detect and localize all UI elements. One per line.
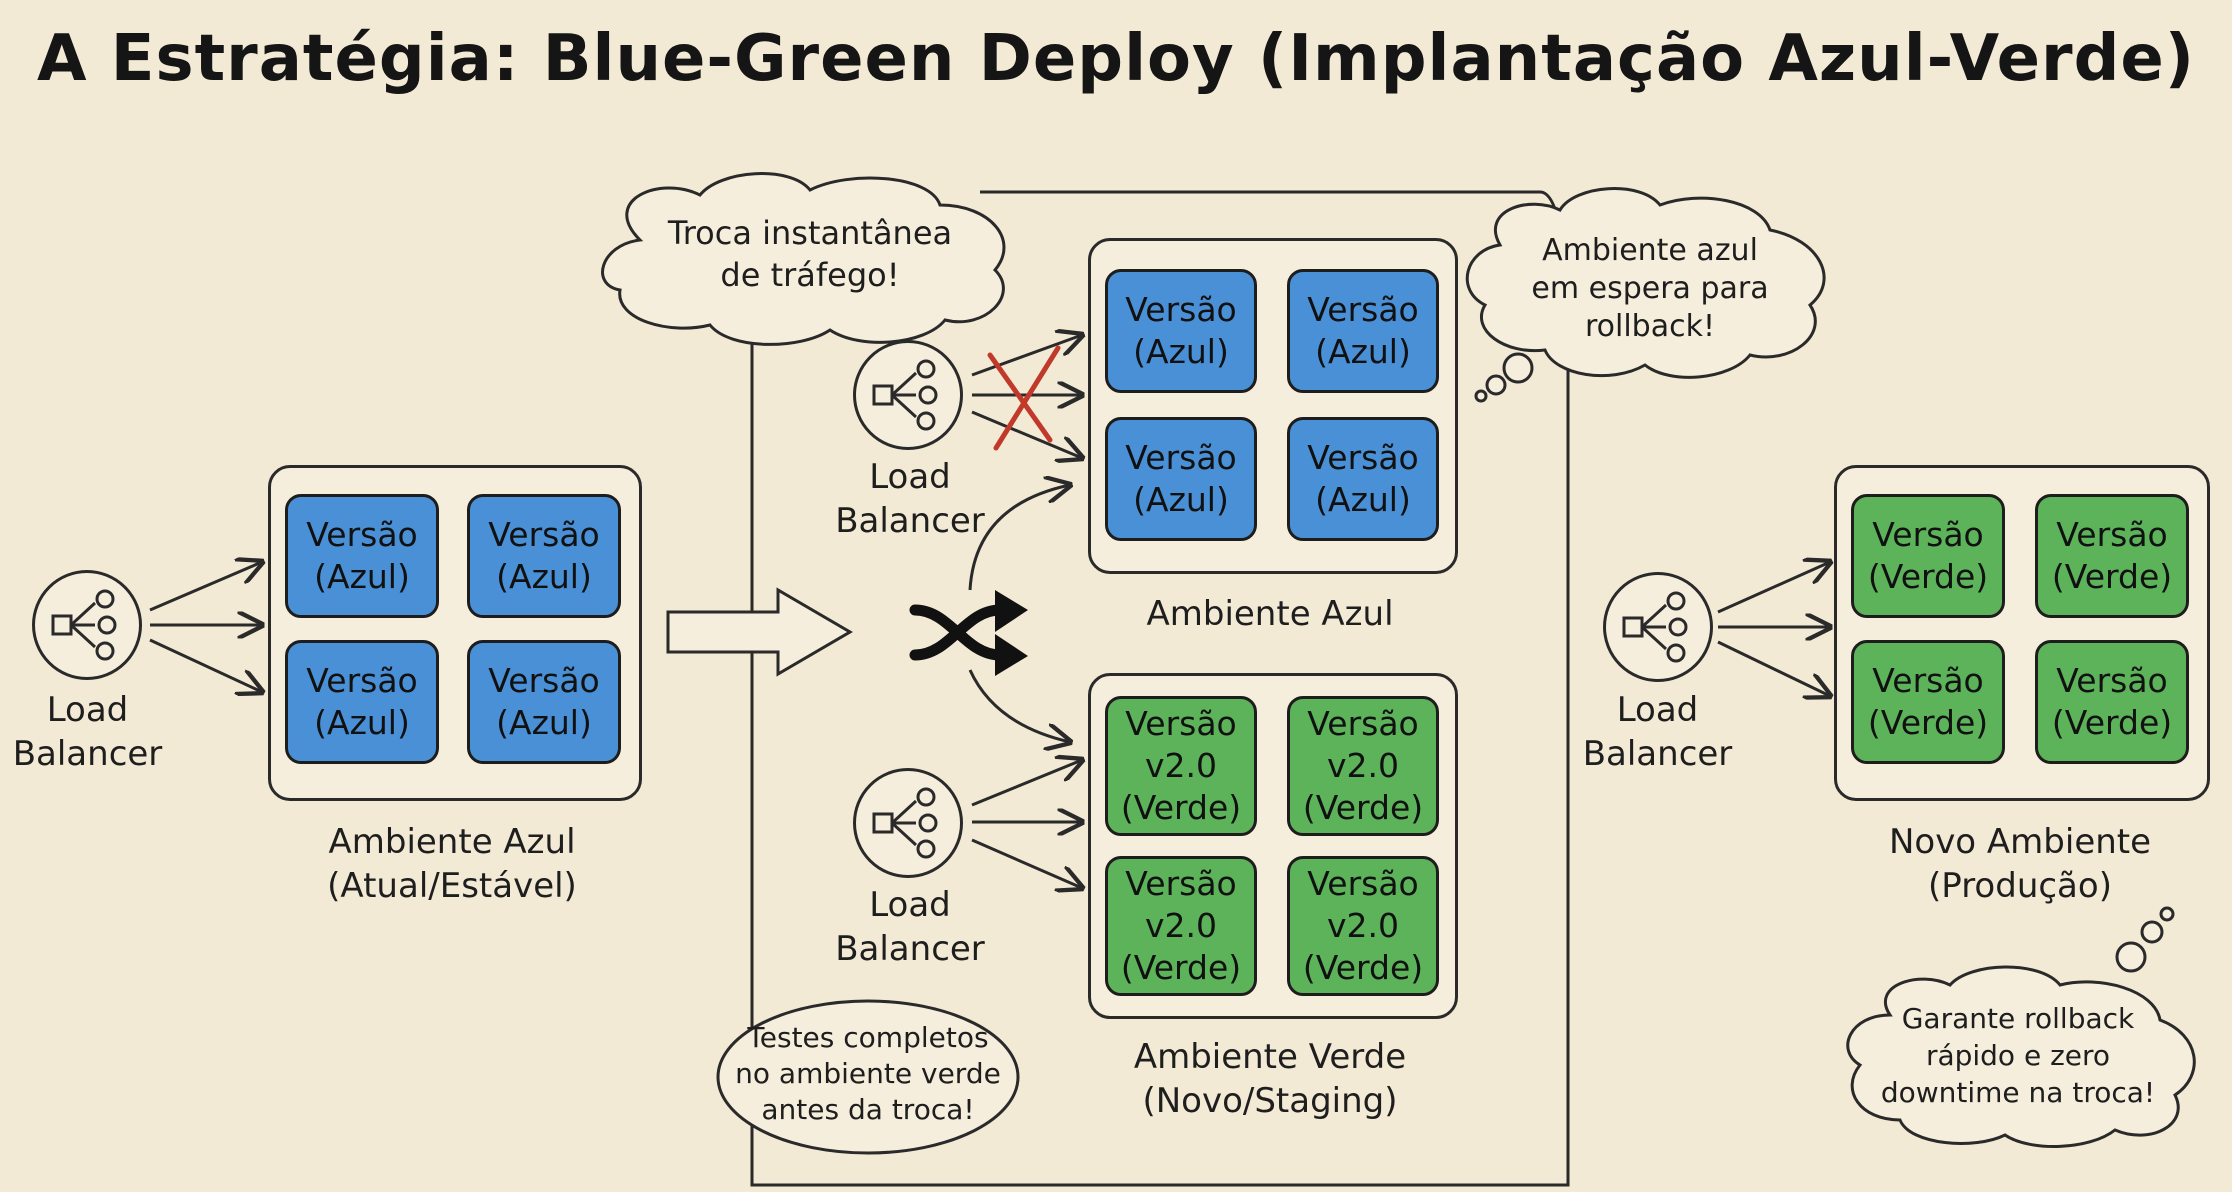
load-balancer-icon (872, 359, 938, 431)
note-guarantee: Garante rollback rápido e zero downtime … (1880, 1002, 2156, 1109)
version-box: Versão v2.0 (Verde) (1287, 696, 1439, 836)
load-balancer-right (1603, 572, 1713, 682)
env-blue-standby-caption: Ambiente Azul (1146, 594, 1394, 634)
load-balancer-left (32, 570, 142, 680)
version-box: Versão (Verde) (2035, 494, 2189, 618)
note-blue-standby: Ambiente azul em espera para rollback! (1531, 233, 1769, 344)
env-blue-current: Versão (Azul) Versão (Azul) Versão (Azul… (268, 465, 642, 801)
version-box: Versão v2.0 (Verde) (1105, 856, 1257, 996)
version-box: Versão (Azul) (1287, 269, 1439, 393)
note-green-tests: Testes completos no ambiente verde antes… (735, 1021, 1001, 1126)
version-box: Versão (Azul) (1105, 417, 1257, 541)
cloud-guarantee (1846, 965, 2196, 1148)
ellipse-green-tests (716, 999, 1020, 1155)
env-blue-current-caption: Ambiente Azul (Atual/Estável) (327, 822, 577, 906)
version-box: Versão (Verde) (2035, 640, 2189, 764)
load-balancer-right-label: Load Balancer (1582, 690, 1733, 774)
thought-bubble-5 (2140, 920, 2164, 944)
version-box: Versão (Azul) (1287, 417, 1439, 541)
curve-to-blue (968, 485, 1070, 591)
load-balancer-icon (872, 787, 938, 859)
load-balancer-center-bottom-label: Load Balancer (835, 885, 985, 969)
version-box: Versão (Azul) (467, 494, 621, 618)
load-balancer-icon (1622, 591, 1688, 663)
cut-cross (987, 345, 1061, 451)
version-box: Versão v2.0 (Verde) (1287, 856, 1439, 996)
shuffle-icon-heads (995, 590, 1028, 676)
version-box: Versão (Verde) (1851, 640, 2005, 764)
thought-bubble-2 (1485, 374, 1507, 396)
load-balancer-center-top-label: Load Balancer (835, 457, 985, 541)
thought-bubble-1 (1502, 352, 1534, 384)
cloud-blue-standby (1465, 187, 1826, 379)
transition-arrow (666, 587, 853, 677)
load-balancer-center-bottom (853, 768, 963, 878)
note-traffic-switch: Troca instantânea de tráfego! (667, 214, 953, 294)
thought-bubble-6 (2159, 906, 2175, 922)
left-lb-arrows (149, 562, 262, 692)
version-box: Versão (Azul) (1105, 269, 1257, 393)
thought-bubble-3 (1474, 389, 1488, 403)
version-box: Versão (Verde) (1851, 494, 2005, 618)
env-green-staging-caption: Ambiente Verde (Novo/Staging) (1133, 1037, 1407, 1121)
version-box: Versão v2.0 (Verde) (1105, 696, 1257, 836)
load-balancer-left-label: Load Balancer (12, 690, 163, 774)
bottom-lb-arrows (971, 760, 1082, 888)
curve-to-green (968, 669, 1070, 742)
env-green-production: Versão (Verde) Versão (Verde) Versão (Ve… (1834, 465, 2210, 801)
load-balancer-icon (51, 589, 117, 661)
load-balancer-center-top (853, 340, 963, 450)
env-green-production-caption: Novo Ambiente (Produção) (1888, 822, 2152, 906)
version-box: Versão (Azul) (285, 494, 439, 618)
right-lb-arrows (1717, 562, 1830, 696)
version-box: Versão (Azul) (467, 640, 621, 764)
cloud-traffic-switch (601, 172, 1006, 346)
env-green-staging: Versão v2.0 (Verde) Versão v2.0 (Verde) … (1088, 673, 1458, 1019)
thought-bubble-4 (2115, 941, 2147, 973)
diagram-title: A Estratégia: Blue-Green Deploy (Implant… (36, 22, 2196, 96)
version-box: Versão (Azul) (285, 640, 439, 764)
shuffle-icon (909, 604, 1006, 661)
env-blue-standby: Versão (Azul) Versão (Azul) Versão (Azul… (1088, 238, 1458, 574)
